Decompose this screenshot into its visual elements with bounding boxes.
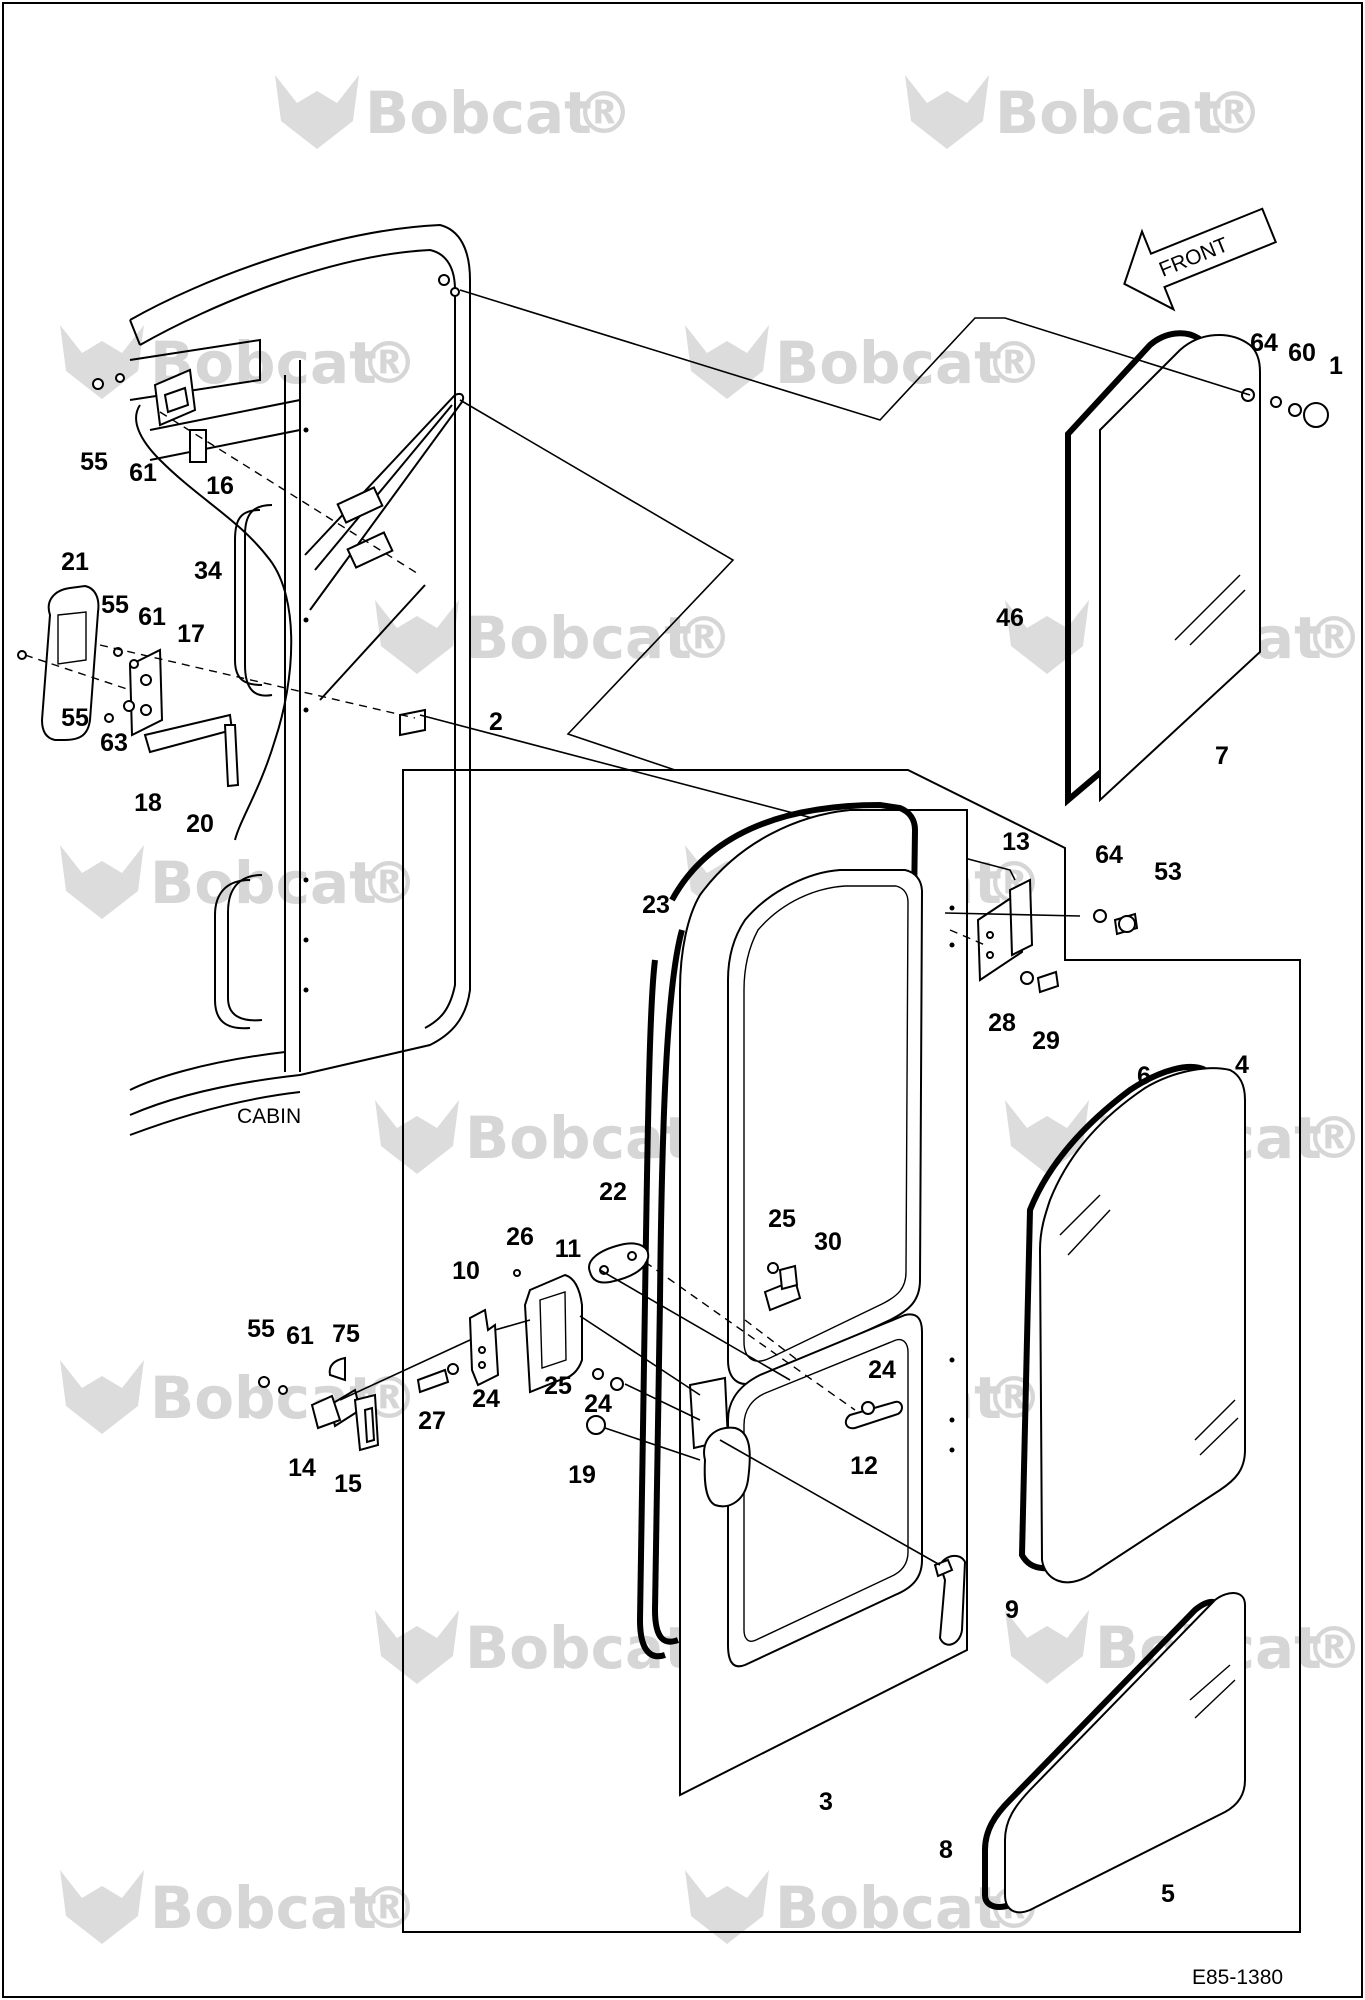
part-callout-60: 60	[1288, 339, 1316, 367]
part-callout-23: 23	[642, 891, 670, 919]
door-assembly-boundary	[402, 769, 1301, 1933]
watermark-registered-mark: ®	[1305, 604, 1363, 672]
watermark-registered-mark: ®	[360, 849, 418, 917]
cabin-label: CABIN	[237, 1105, 301, 1128]
bobcat-logo-icon	[60, 845, 144, 919]
watermark-brand: Bobcat	[775, 1874, 1002, 1942]
part-callout-55: 55	[61, 704, 89, 732]
bobcat-logo-icon	[275, 75, 359, 149]
bobcat-watermark: Bobcat®	[905, 75, 1263, 149]
part-callout-16: 16	[206, 472, 234, 500]
part-callout-6: 6	[1137, 1062, 1151, 1090]
part-callout-46: 46	[996, 604, 1024, 632]
part-callout-25: 25	[544, 1372, 572, 1400]
part-callout-75: 75	[332, 1320, 360, 1348]
bobcat-logo-icon	[375, 600, 459, 674]
bobcat-logo-icon	[685, 1870, 769, 1944]
part-callout-34: 34	[194, 557, 222, 585]
watermark-registered-mark: ®	[1205, 79, 1263, 147]
part-callout-21: 21	[61, 548, 89, 576]
part-callout-61: 61	[286, 1322, 314, 1350]
part-callout-18: 18	[134, 789, 162, 817]
part-callout-11: 11	[555, 1235, 582, 1263]
bobcat-watermark: Bobcat®	[375, 600, 733, 674]
front-arrow-icon: FRONT	[1123, 207, 1278, 312]
part-callout-25: 25	[768, 1205, 796, 1233]
bobcat-logo-icon	[60, 1360, 144, 1434]
part-callout-26: 26	[506, 1223, 534, 1251]
part-callout-3: 3	[819, 1788, 833, 1816]
bobcat-watermark: Bobcat®	[685, 325, 1043, 399]
part-callout-14: 14	[288, 1454, 316, 1482]
part-callout-53: 53	[1154, 858, 1182, 886]
watermark-registered-mark: ®	[985, 1364, 1043, 1432]
bobcat-logo-icon	[1005, 1100, 1089, 1174]
part-callout-8: 8	[939, 1836, 953, 1864]
watermark-registered-mark: ®	[575, 79, 633, 147]
watermark-registered-mark: ®	[1305, 1614, 1363, 1682]
door-glass-right	[1018, 1064, 1246, 1584]
part-callout-22: 22	[599, 1178, 627, 1206]
part-callout-63: 63	[100, 729, 128, 757]
figure-code: E85-1380	[1192, 1966, 1283, 1989]
part-callout-24: 24	[472, 1385, 500, 1413]
bobcat-logo-icon	[375, 1100, 459, 1174]
part-callout-61: 61	[138, 603, 166, 631]
watermark-registered-mark: ®	[675, 604, 733, 672]
part-callout-1: 1	[1329, 352, 1343, 380]
bobcat-watermark: Bobcat®	[275, 75, 633, 149]
part-callout-24: 24	[868, 1356, 896, 1384]
part-callout-61: 61	[129, 459, 157, 487]
watermark-brand: Bobcat	[150, 849, 377, 917]
part-callout-4: 4	[1235, 1051, 1249, 1079]
part-callout-13: 13	[1002, 828, 1030, 856]
watermark-registered-mark: ®	[360, 329, 418, 397]
bobcat-watermark: Bobcat®	[60, 1870, 418, 1944]
part-callout-7: 7	[1215, 742, 1229, 770]
bobcat-logo-icon	[905, 75, 989, 149]
bobcat-watermark: Bobcat®	[60, 325, 418, 399]
watermark-brand: Bobcat	[465, 604, 692, 672]
watermark-registered-mark: ®	[360, 1874, 418, 1942]
door-glass-lower	[982, 1592, 1246, 1914]
part-callout-24: 24	[584, 1390, 612, 1418]
watermark-brand: Bobcat	[995, 79, 1222, 147]
watermark-brand: Bobcat	[365, 79, 592, 147]
door-glass-upper	[1065, 330, 1329, 807]
part-callout-55: 55	[101, 591, 129, 619]
part-callout-64: 64	[1095, 841, 1123, 869]
part-callout-30: 30	[814, 1228, 842, 1256]
part-callout-28: 28	[988, 1009, 1016, 1037]
part-callout-9: 9	[1005, 1596, 1019, 1624]
part-callout-19: 19	[568, 1461, 596, 1489]
bobcat-logo-icon	[685, 325, 769, 399]
bobcat-logo-icon	[375, 1610, 459, 1684]
watermark-registered-mark: ®	[1305, 1104, 1363, 1172]
watermark-brand: Bobcat	[465, 1104, 692, 1172]
part-callout-2: 2	[489, 708, 503, 736]
watermark-brand: Bobcat	[150, 1874, 377, 1942]
part-callout-5: 5	[1161, 1880, 1175, 1908]
watermark-brand: Bobcat	[775, 329, 1002, 397]
part-callout-64: 64	[1250, 329, 1278, 357]
cabin-latch-assembly	[17, 368, 293, 841]
part-callout-20: 20	[186, 810, 214, 838]
part-callout-10: 10	[452, 1257, 480, 1285]
part-callout-27: 27	[418, 1407, 446, 1435]
bobcat-logo-icon	[60, 1870, 144, 1944]
part-callout-12: 12	[850, 1452, 878, 1480]
part-callout-29: 29	[1032, 1027, 1060, 1055]
part-callout-55: 55	[80, 448, 108, 476]
part-callout-17: 17	[177, 620, 205, 648]
part-callout-15: 15	[334, 1470, 362, 1498]
watermark-registered-mark: ®	[985, 329, 1043, 397]
door-panel	[636, 801, 968, 1797]
bobcat-logo-icon	[1005, 1610, 1089, 1684]
bobcat-watermark: Bobcat®	[60, 845, 418, 919]
part-callout-55: 55	[247, 1315, 275, 1343]
